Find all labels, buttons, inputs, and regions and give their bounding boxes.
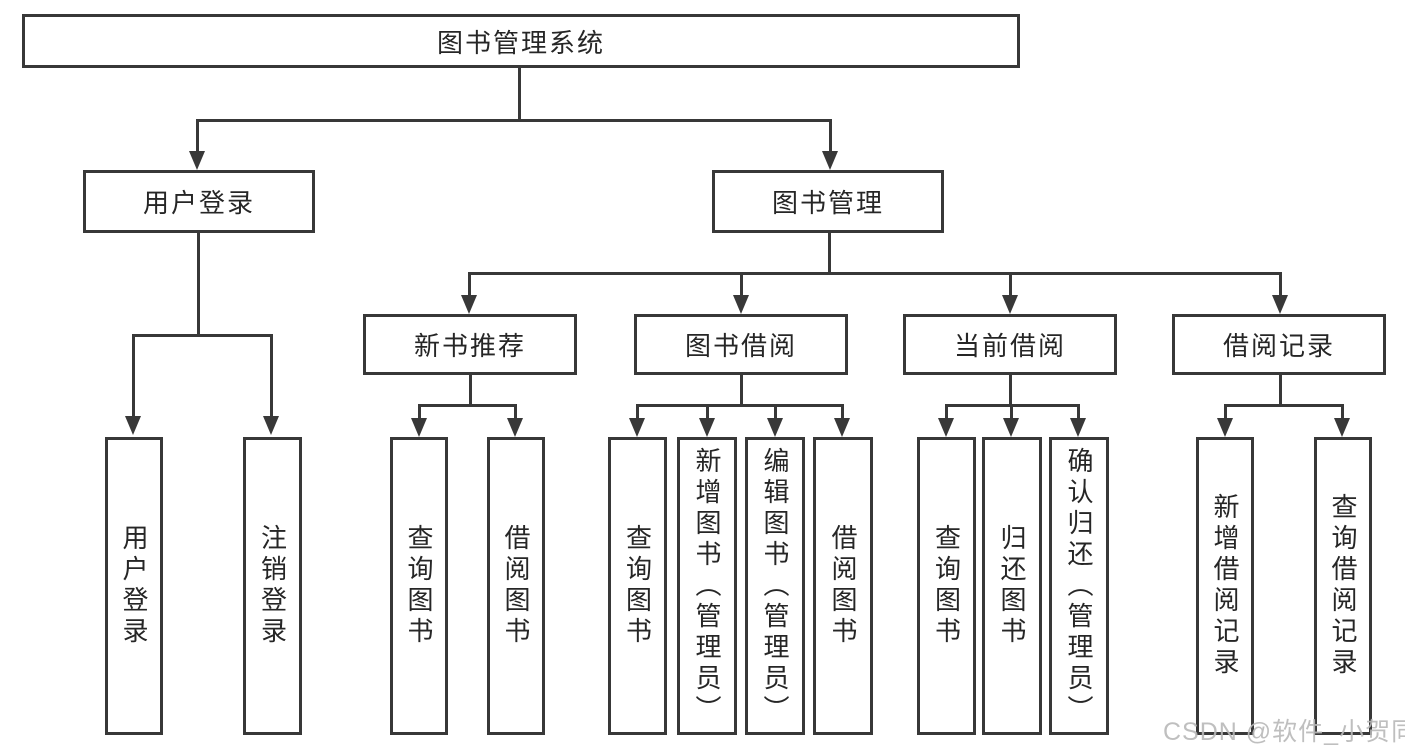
arrowhead-down-icon — [125, 416, 141, 435]
node-current-borrow: 当前借阅 — [903, 314, 1117, 375]
arrowhead-down-icon — [1002, 295, 1018, 314]
leaf-confirm-return-admin-label: 确认归还（管理员） — [1064, 446, 1094, 726]
connector-borrow-drop-2 — [706, 404, 709, 420]
leaf-rec-query-book: 查询图书 — [390, 437, 448, 735]
node-current-borrow-label: 当前借阅 — [953, 331, 1066, 361]
leaf-borrow-book-label: 借阅图书 — [828, 524, 858, 648]
leaf-user-login-label: 用户登录 — [119, 524, 149, 648]
connector-borrow-drop-1 — [636, 404, 639, 420]
connector-root-rail — [196, 119, 832, 122]
leaf-current-query-book-label: 查询图书 — [931, 524, 962, 648]
connector-rec-drop-1 — [418, 404, 421, 420]
arrowhead-down-icon — [189, 151, 205, 170]
arrowhead-down-icon — [822, 151, 838, 170]
arrowhead-down-icon — [263, 416, 279, 435]
leaf-rec-borrow-book-label: 借阅图书 — [501, 524, 531, 648]
connector-mgmt-drop-3 — [1009, 272, 1012, 298]
leaf-add-book-admin: 新增图书（管理员） — [677, 437, 737, 735]
connector-rec-rail — [418, 404, 517, 407]
csdn-watermark: CSDN @软件_小贺同学 — [1163, 718, 1405, 746]
connector-borrow-rail — [636, 404, 844, 407]
node-borrow-record: 借阅记录 — [1172, 314, 1386, 375]
connector-record-stem — [1279, 375, 1282, 407]
leaf-return-book: 归还图书 — [982, 437, 1042, 735]
node-book-borrow: 图书借阅 — [634, 314, 848, 375]
node-new-book-recommend-label: 新书推荐 — [413, 331, 526, 361]
node-book-borrow-label: 图书借阅 — [684, 331, 797, 361]
arrowhead-down-icon — [1334, 418, 1350, 437]
leaf-return-book-label: 归还图书 — [997, 524, 1027, 648]
connector-record-rail — [1224, 404, 1343, 407]
node-borrow-record-label: 借阅记录 — [1222, 331, 1335, 361]
leaf-borrow-book: 借阅图书 — [813, 437, 873, 735]
leaf-rec-borrow-book: 借阅图书 — [487, 437, 545, 735]
arrowhead-down-icon — [733, 295, 749, 314]
connector-root-stem — [518, 68, 521, 121]
node-root: 图书管理系统 — [22, 14, 1020, 68]
leaf-borrow-query-book: 查询图书 — [608, 437, 667, 735]
connector-root-drop-left — [196, 119, 199, 153]
connector-mgmt-stem — [828, 233, 831, 274]
arrowhead-down-icon — [1217, 418, 1233, 437]
arrowhead-down-icon — [411, 418, 427, 437]
connector-login-drop-2 — [270, 334, 273, 418]
connector-login-drop-1 — [132, 334, 135, 418]
connector-borrow-drop-3 — [774, 404, 777, 420]
arrowhead-down-icon — [767, 418, 783, 437]
connector-current-drop-3 — [1077, 404, 1080, 420]
leaf-query-borrow-record: 查询借阅记录 — [1314, 437, 1372, 735]
leaf-borrow-query-book-label: 查询图书 — [622, 524, 653, 648]
connector-mgmt-drop-2 — [740, 272, 743, 298]
arrowhead-down-icon — [461, 295, 477, 314]
leaf-rec-query-book-label: 查询图书 — [404, 524, 434, 648]
connector-borrow-stem — [740, 375, 743, 407]
arrowhead-down-icon — [1003, 418, 1019, 437]
connector-mgmt-rail — [468, 272, 1281, 275]
connector-mgmt-drop-4 — [1279, 272, 1282, 298]
arrowhead-down-icon — [699, 418, 715, 437]
arrowhead-down-icon — [834, 418, 850, 437]
connector-borrow-drop-4 — [841, 404, 844, 420]
node-book-management: 图书管理 — [712, 170, 944, 233]
leaf-user-login: 用户登录 — [105, 437, 163, 735]
node-user-login: 用户登录 — [83, 170, 315, 233]
connector-current-stem — [1009, 375, 1012, 407]
connector-current-drop-2 — [1010, 404, 1013, 420]
node-new-book-recommend: 新书推荐 — [363, 314, 577, 375]
connector-rec-drop-2 — [514, 404, 517, 420]
leaf-current-query-book: 查询图书 — [917, 437, 976, 735]
connector-login-rail — [132, 334, 273, 337]
leaf-edit-book-admin-label: 编辑图书（管理员） — [760, 446, 790, 726]
arrowhead-down-icon — [1070, 418, 1086, 437]
arrowhead-down-icon — [1272, 295, 1288, 314]
connector-mgmt-drop-1 — [468, 272, 471, 298]
arrowhead-down-icon — [629, 418, 645, 437]
connector-record-drop-1 — [1224, 404, 1227, 420]
leaf-confirm-return-admin: 确认归还（管理员） — [1049, 437, 1109, 735]
connector-rec-stem — [469, 375, 472, 407]
connector-current-drop-1 — [945, 404, 948, 420]
leaf-add-book-admin-label: 新增图书（管理员） — [692, 446, 722, 726]
node-user-login-label: 用户登录 — [142, 188, 255, 218]
node-root-label: 图书管理系统 — [436, 27, 605, 58]
leaf-add-borrow-record: 新增借阅记录 — [1196, 437, 1254, 735]
connector-record-drop-2 — [1341, 404, 1344, 420]
leaf-logout-label: 注销登录 — [257, 524, 288, 648]
connector-login-stem — [197, 233, 200, 337]
leaf-edit-book-admin: 编辑图书（管理员） — [745, 437, 805, 735]
arrowhead-down-icon — [938, 418, 954, 437]
leaf-query-borrow-record-label: 查询借阅记录 — [1328, 493, 1358, 679]
leaf-logout: 注销登录 — [243, 437, 302, 735]
node-book-management-label: 图书管理 — [771, 188, 884, 218]
connector-root-drop-right — [829, 119, 832, 153]
leaf-add-borrow-record-label: 新增借阅记录 — [1210, 493, 1240, 679]
arrowhead-down-icon — [507, 418, 523, 437]
